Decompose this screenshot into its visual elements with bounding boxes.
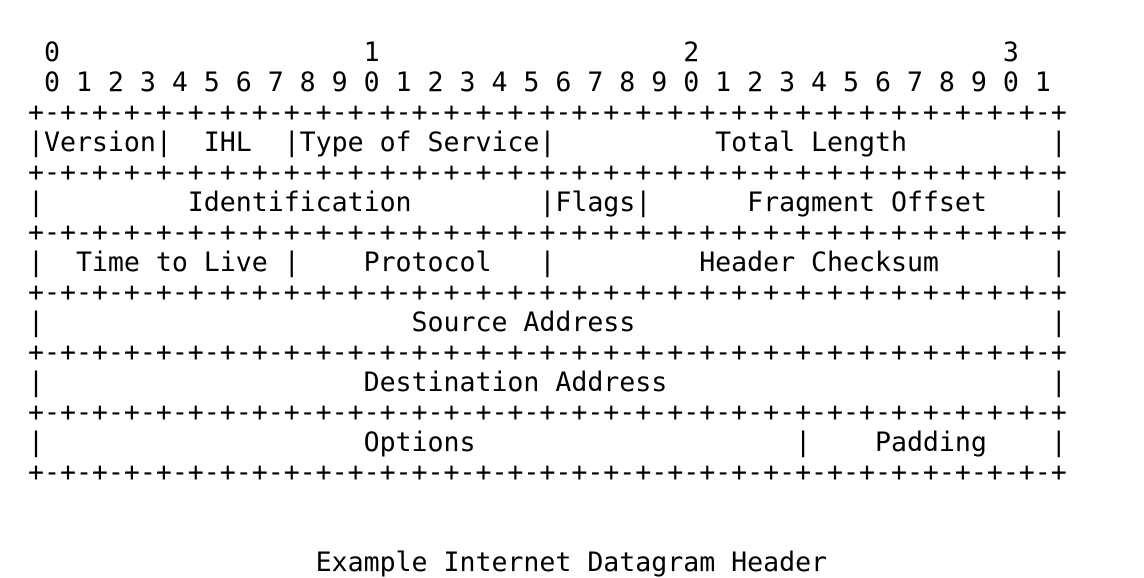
ip-header-diagram: 0 1 2 3 0 1 2 3 4 5 6 7 8 9 0 1 2 3 4 5 … (28, 38, 1067, 578)
header-row-options-padding: | Options | Padding | (28, 427, 1067, 458)
separator-line: +-+-+-+-+-+-+-+-+-+-+-+-+-+-+-+-+-+-+-+-… (28, 97, 1067, 128)
header-row-identification-flags-offset: | Identification |Flags| Fragment Offset… (28, 187, 1067, 218)
separator-line: +-+-+-+-+-+-+-+-+-+-+-+-+-+-+-+-+-+-+-+-… (28, 277, 1067, 308)
separator-line: +-+-+-+-+-+-+-+-+-+-+-+-+-+-+-+-+-+-+-+-… (28, 157, 1067, 188)
bit-tens-ruler: 0 1 2 3 (28, 37, 1019, 68)
bit-units-ruler: 0 1 2 3 4 5 6 7 8 9 0 1 2 3 4 5 6 7 8 9 … (28, 67, 1051, 98)
header-row-source-address: | Source Address | (28, 307, 1067, 338)
blank-line (28, 518, 1067, 548)
header-row-version-ihl-tos-length: |Version| IHL |Type of Service| Total Le… (28, 127, 1067, 158)
blank-line (28, 488, 1067, 518)
separator-line: +-+-+-+-+-+-+-+-+-+-+-+-+-+-+-+-+-+-+-+-… (28, 397, 1067, 428)
separator-line: +-+-+-+-+-+-+-+-+-+-+-+-+-+-+-+-+-+-+-+-… (28, 217, 1067, 248)
diagram-caption: Example Internet Datagram Header (28, 548, 1067, 578)
header-row-destination-address: | Destination Address | (28, 367, 1067, 398)
header-row-ttl-protocol-checksum: | Time to Live | Protocol | Header Check… (28, 247, 1067, 278)
separator-line: +-+-+-+-+-+-+-+-+-+-+-+-+-+-+-+-+-+-+-+-… (28, 337, 1067, 368)
separator-line: +-+-+-+-+-+-+-+-+-+-+-+-+-+-+-+-+-+-+-+-… (28, 457, 1067, 488)
caption-text: Example Internet Datagram Header (315, 547, 828, 578)
